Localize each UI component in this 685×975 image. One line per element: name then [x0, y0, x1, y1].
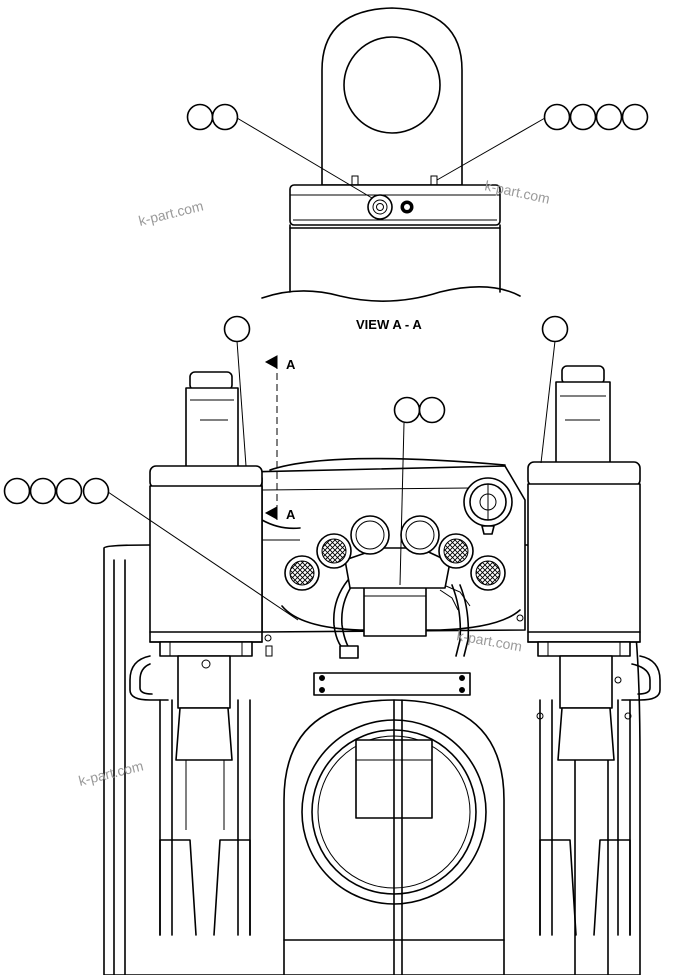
callout-bubble — [393, 396, 421, 424]
callout-bubble — [621, 103, 649, 131]
right-canister — [527, 365, 641, 657]
callout-bubble — [29, 477, 57, 505]
callout-top-right — [543, 103, 649, 131]
breather-cap — [463, 477, 513, 535]
gauge-3 — [350, 515, 390, 555]
head-block — [289, 184, 501, 226]
section-label-top: A — [286, 357, 296, 372]
callout-right-upper — [541, 315, 569, 343]
callout-bubble — [55, 477, 83, 505]
callout-center — [393, 396, 446, 424]
callout-left-middle — [3, 477, 110, 505]
center-ring-housing — [283, 699, 505, 975]
callout-bubble — [186, 103, 214, 131]
hose-left — [332, 579, 357, 651]
control-box — [363, 585, 427, 637]
callout-bubble — [418, 396, 446, 424]
section-marker: A A — [264, 355, 296, 522]
view-title: VIEW A - A — [356, 317, 422, 332]
section-label-bottom: A — [286, 507, 296, 522]
left-support-leg — [129, 655, 251, 936]
callout-bubble — [82, 477, 110, 505]
callout-top-left — [186, 103, 239, 131]
callout-bubble — [595, 103, 623, 131]
callout-left-upper — [223, 315, 251, 343]
mounting-plate — [313, 672, 471, 696]
main-assembly — [103, 365, 661, 975]
callout-bubble — [223, 315, 251, 343]
callout-bubble — [543, 103, 571, 131]
watermark: k-part.com — [137, 197, 205, 229]
left-canister — [149, 371, 263, 657]
fitting-nut — [367, 194, 393, 220]
lifting-eye-hole — [343, 36, 441, 134]
callout-bubble — [569, 103, 597, 131]
callout-bubble — [211, 103, 239, 131]
right-support-leg — [536, 655, 661, 936]
callout-bubble — [3, 477, 31, 505]
callout-leaders — [107, 117, 556, 621]
head-body-break — [261, 224, 521, 302]
gauge-cluster — [284, 515, 506, 611]
hose-right — [451, 584, 470, 657]
gauge-4 — [400, 515, 440, 555]
view-a-a-detail — [261, 7, 521, 302]
callout-bubble — [541, 315, 569, 343]
